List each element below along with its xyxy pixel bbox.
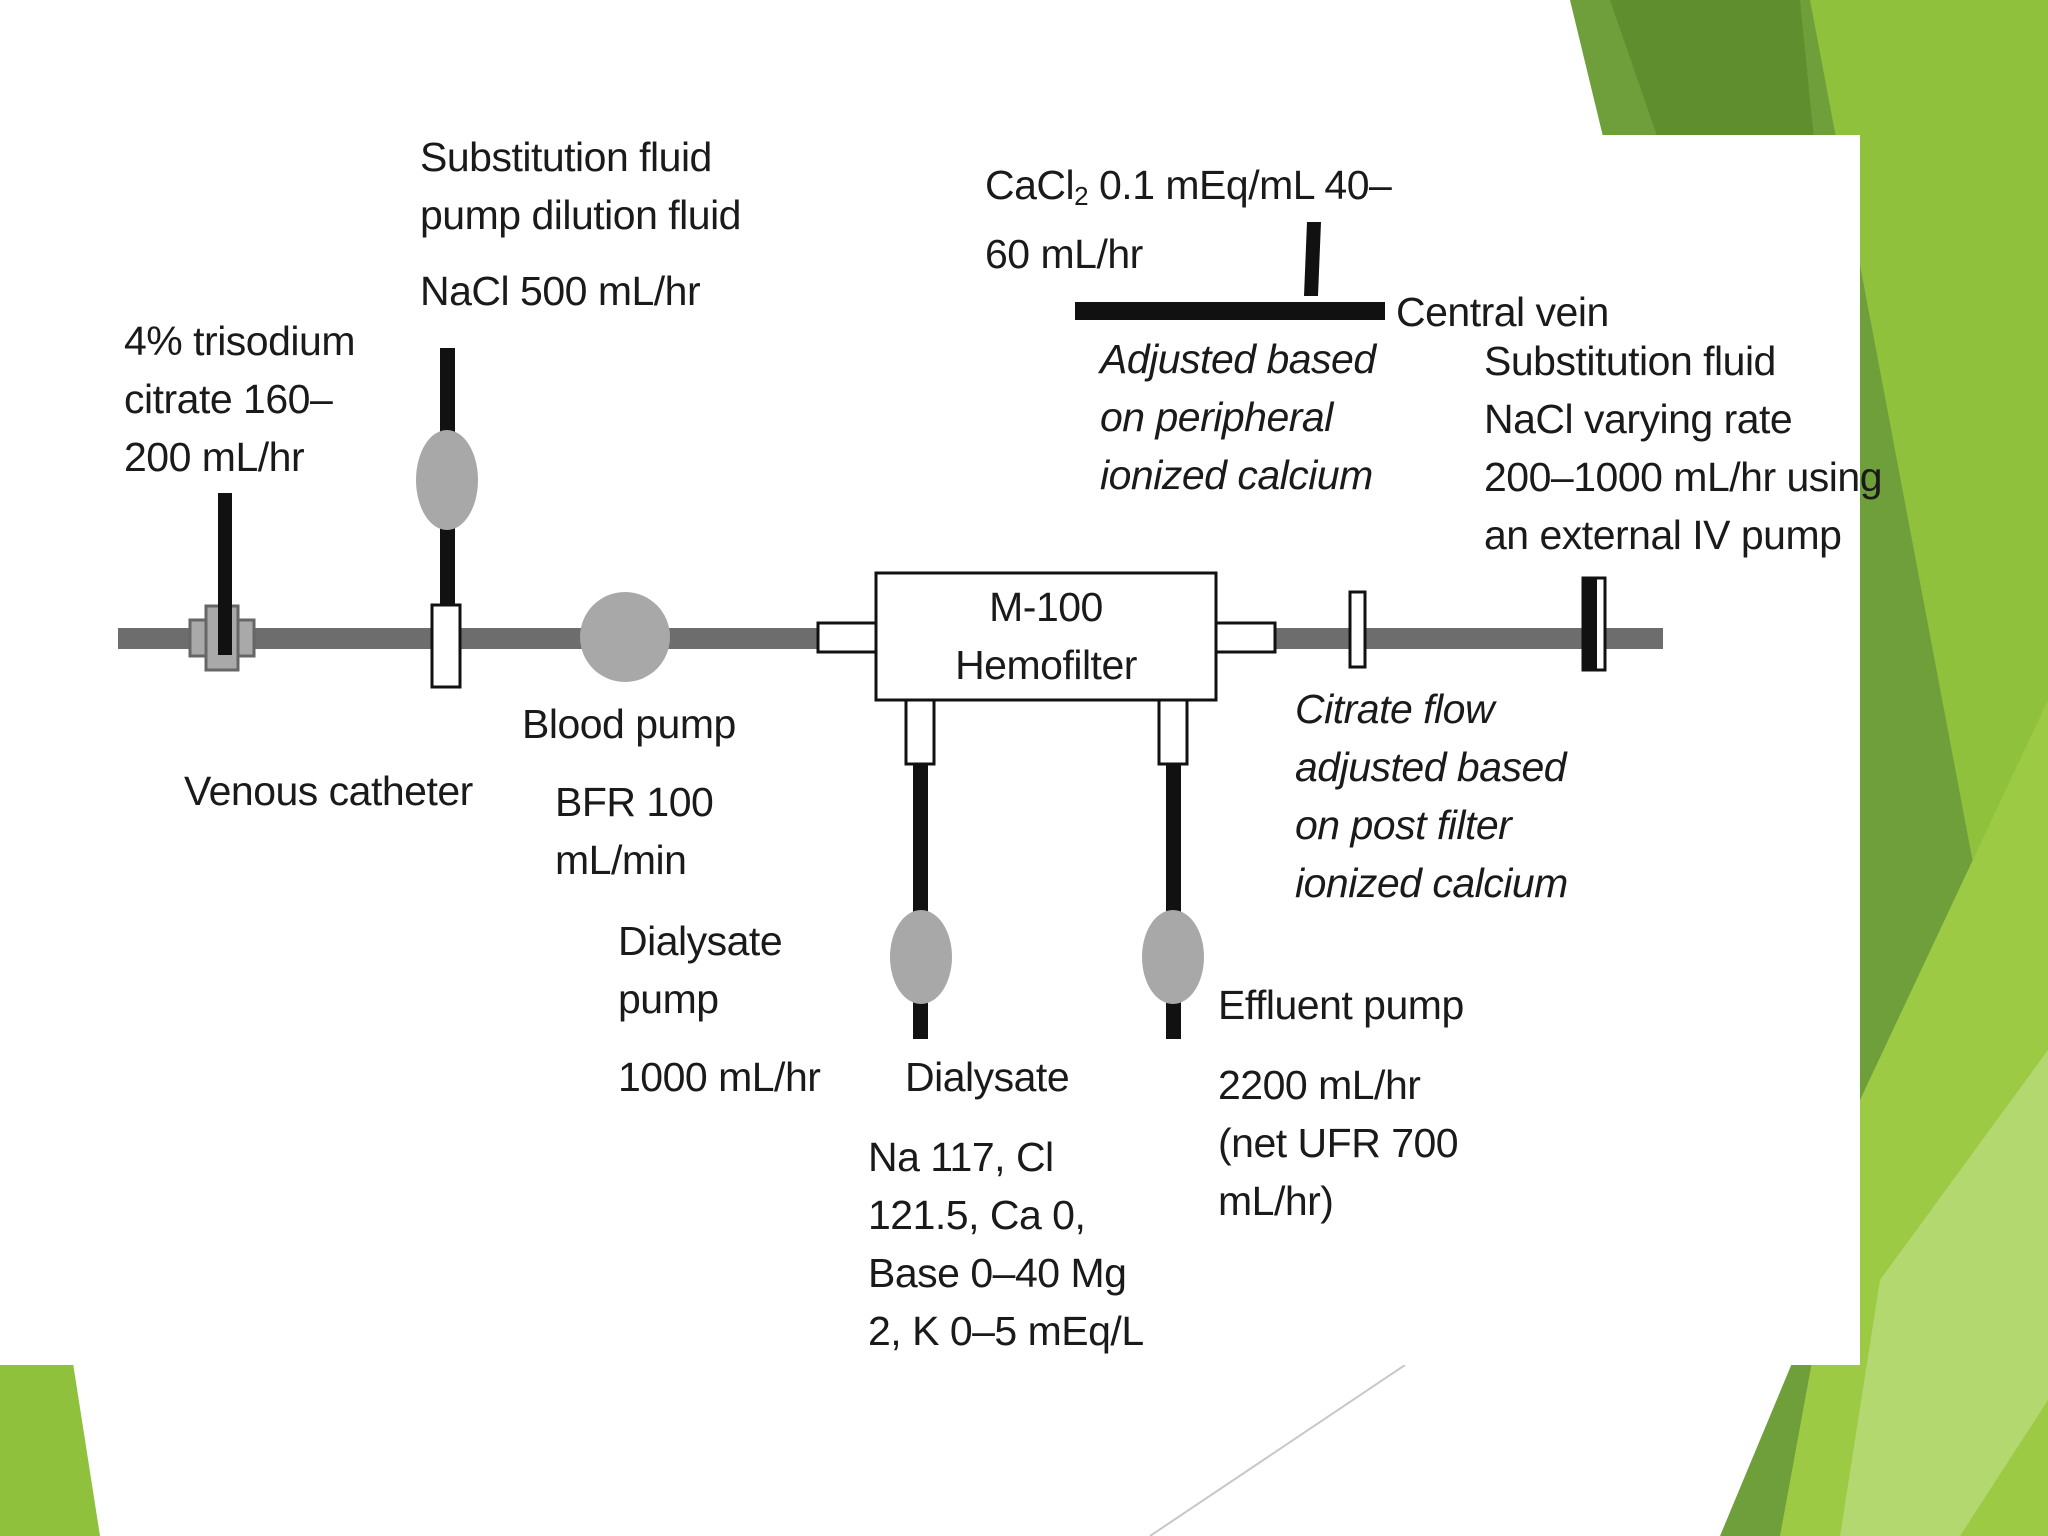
- blood-pump-line1: Blood pump: [522, 701, 736, 747]
- substitution-pre-line2: pump dilution fluid: [420, 192, 741, 238]
- decorative-line: [1149, 1364, 1406, 1536]
- venous-catheter-label: Venous catheter: [184, 768, 473, 814]
- green-accent-shape: [1840, 1050, 2048, 1536]
- dialysate-port: [904, 698, 936, 766]
- central-vein-line: [1075, 302, 1385, 320]
- blood-pump: [580, 592, 670, 682]
- substitution-post-line1: Substitution fluid: [1484, 338, 1776, 384]
- adjusted-peripheral-line2: on peripheral: [1100, 394, 1333, 440]
- dialysate-pump: [890, 910, 952, 1004]
- cacl2-label: CaCl2 0.1 mEq/mL 40– 60 mL/hr: [985, 156, 1392, 283]
- post-filter-sample-port: [1348, 590, 1367, 669]
- dialysate-pump-line1: Dialysate: [618, 918, 783, 964]
- effluent-pump-line4: mL/hr): [1218, 1178, 1334, 1224]
- cacl2-label-line1: CaCl2 0.1 mEq/mL 40–: [985, 156, 1392, 225]
- substitution-pre-pump: [416, 430, 478, 530]
- hemofilter-box: [874, 571, 1218, 702]
- substitution-post-line: [1583, 578, 1597, 670]
- effluent-pump-label: Effluent pump 2200 mL/hr (net UFR 700 mL…: [1218, 976, 1464, 1230]
- citrate-label-line3: 200 mL/hr: [124, 434, 305, 480]
- substitution-post-line3: 200–1000 mL/hr using: [1484, 454, 1883, 500]
- cacl2-infusion-line: [1304, 222, 1321, 296]
- dialysate-label: Dialysate Na 117, Cl 121.5, Ca 0, Base 0…: [868, 1048, 1144, 1360]
- adjusted-peripheral-line3: ionized calcium: [1100, 452, 1373, 498]
- citrate-flow-line3: on post filter: [1295, 802, 1512, 848]
- citrate-label-line2: citrate 160–: [124, 376, 333, 422]
- substitution-pre-line1: Substitution fluid: [420, 134, 712, 180]
- cacl2-prefix: CaCl: [985, 162, 1075, 208]
- effluent-port: [1157, 698, 1189, 766]
- cacl2-subscript: 2: [1074, 181, 1089, 211]
- blood-pump-line3: mL/min: [555, 837, 687, 883]
- hemofilter-line1: M-100: [989, 584, 1103, 630]
- dialysate-pump-line3: 1000 mL/hr: [618, 1054, 821, 1100]
- dialysate-line2: Na 117, Cl: [868, 1134, 1054, 1180]
- substitution-post-line4: an external IV pump: [1484, 512, 1842, 558]
- citrate-label-line1: 4% trisodium: [124, 318, 355, 364]
- substitution-post-label: Substitution fluid NaCl varying rate 200…: [1484, 332, 1883, 564]
- citrate-infusion-line: [218, 600, 232, 655]
- hemofilter-line2: Hemofilter: [955, 642, 1137, 688]
- citrate-flow-line4: ionized calcium: [1295, 860, 1568, 906]
- citrate-flow-label: Citrate flow adjusted based on post filt…: [1295, 680, 1568, 912]
- dialysate-line3: 121.5, Ca 0,: [868, 1192, 1086, 1238]
- blood-pump-line2: BFR 100: [555, 779, 714, 825]
- effluent-pump-line2: 2200 mL/hr: [1218, 1062, 1421, 1108]
- hemofilter-inlet: [816, 621, 879, 654]
- substitution-post-line2: NaCl varying rate: [1484, 396, 1793, 442]
- effluent-pump: [1142, 910, 1204, 1004]
- substitution-pre-line3: NaCl 500 mL/hr: [420, 268, 701, 314]
- hemofilter-label: M-100 Hemofilter: [880, 578, 1212, 694]
- cacl2-label-line2: 60 mL/hr: [985, 231, 1143, 277]
- substitution-pre-connector: [430, 603, 462, 689]
- blood-pump-label: Blood pump BFR 100 mL/min: [522, 695, 736, 889]
- dialysate-line5: 2, K 0–5 mEq/L: [868, 1308, 1144, 1354]
- dialysate-pump-line2: pump: [618, 976, 719, 1022]
- citrate-flow-line1: Citrate flow: [1295, 686, 1495, 732]
- effluent-pump-line3: (net UFR 700: [1218, 1120, 1459, 1166]
- substitution-pre-label: Substitution fluid pump dilution fluid N…: [420, 128, 741, 320]
- dialysate-line4: Base 0–40 Mg: [868, 1250, 1127, 1296]
- dialysate-pump-label: Dialysate pump 1000 mL/hr: [618, 912, 821, 1106]
- effluent-pump-line1: Effluent pump: [1218, 982, 1464, 1028]
- adjusted-peripheral-line1: Adjusted based: [1100, 336, 1376, 382]
- dialysate-line1: Dialysate: [905, 1054, 1070, 1100]
- cacl2-suffix: 0.1 mEq/mL 40–: [1088, 162, 1392, 208]
- citrate-label: 4% trisodium citrate 160– 200 mL/hr: [124, 312, 355, 486]
- central-vein-label: Central vein: [1396, 289, 1609, 335]
- citrate-flow-line2: adjusted based: [1295, 744, 1567, 790]
- adjusted-peripheral-label: Adjusted based on peripheral ionized cal…: [1100, 330, 1376, 504]
- hemofilter-outlet: [1214, 621, 1277, 654]
